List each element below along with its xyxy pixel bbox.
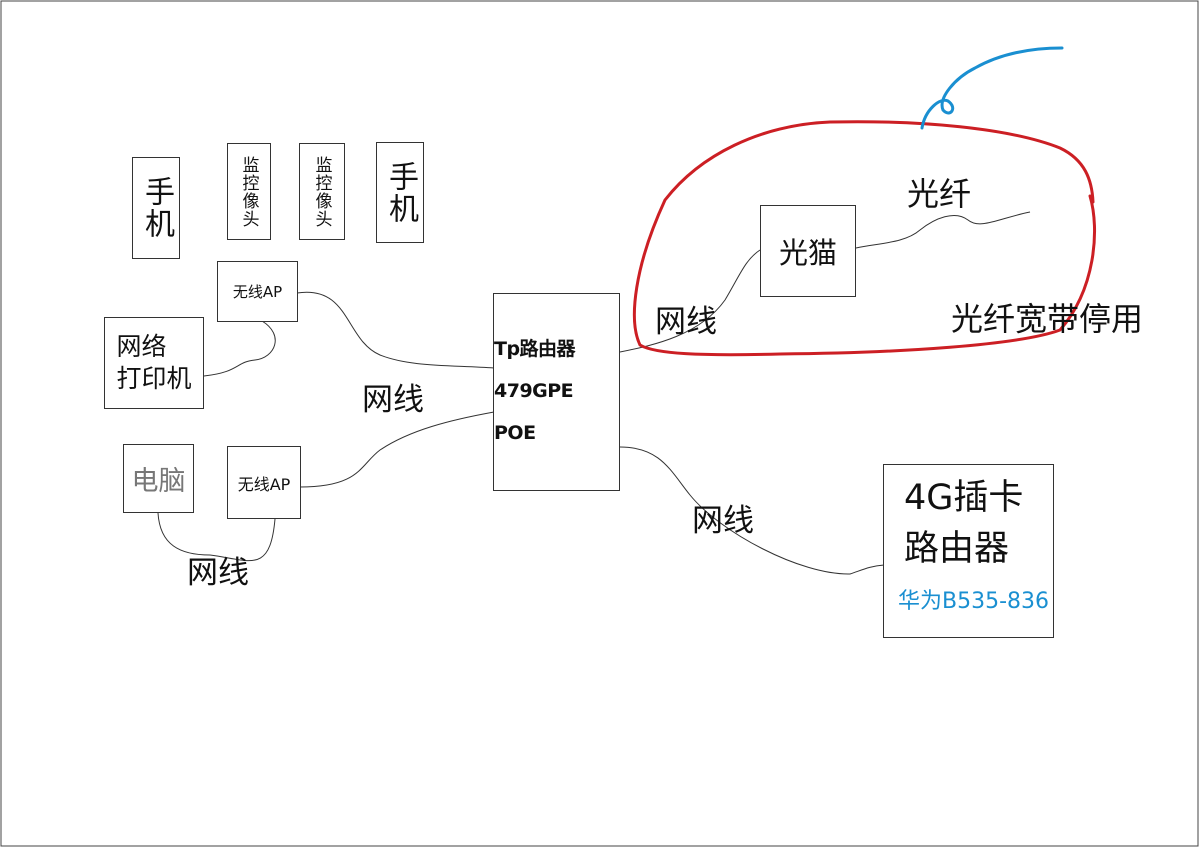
wireless-ap-bottom-label: 无线AP xyxy=(237,474,291,494)
wire-apTop-to-router xyxy=(296,291,495,369)
camera-1-label: 监控像头 xyxy=(238,155,259,228)
lte-router-label: 4G插卡 路由器 xyxy=(904,478,1024,569)
wireless-ap-top: 无线AP xyxy=(217,261,298,322)
wire-router-to-4g xyxy=(619,446,885,575)
phone-right-box: 手机 xyxy=(376,142,424,243)
cable-label-to-modem: 网线 xyxy=(655,304,717,340)
computer-box: 电脑 xyxy=(123,444,194,513)
wire-modem-fiber xyxy=(855,211,1031,249)
fiber-label: 光纤 xyxy=(907,175,972,213)
wire-apBottom-to-router xyxy=(299,411,495,488)
optical-modem-box: 光猫 xyxy=(760,205,856,297)
fiber-broadband-suspended-note: 光纤宽带停用 xyxy=(951,300,1144,338)
cable-label-to-4g: 网线 xyxy=(692,503,754,539)
camera-2-label: 监控像头 xyxy=(311,155,332,228)
wireless-ap-top-label: 无线AP xyxy=(232,283,283,301)
tp-router-label: Tp路由器 479GPE POE xyxy=(494,338,576,444)
cable-label-bottom-left: 网线 xyxy=(187,555,249,591)
optical-modem-label: 光猫 xyxy=(778,236,837,270)
camera-2-box: 监控像头 xyxy=(299,143,345,240)
phone-left-box: 手机 xyxy=(132,157,180,259)
lte-router-box: 4G插卡 路由器 华为B535-836 xyxy=(883,464,1054,638)
computer-label: 电脑 xyxy=(131,466,186,497)
wire-apTop-to-printer xyxy=(203,320,276,377)
tp-router-box: Tp路由器 479GPE POE xyxy=(493,293,620,491)
wireless-ap-bottom: 无线AP xyxy=(227,446,301,519)
wire-router-to-modem xyxy=(619,249,761,353)
annotation-blue-stroke xyxy=(920,46,1064,130)
camera-1-box: 监控像头 xyxy=(227,143,271,240)
phone-left-label: 手机 xyxy=(139,176,174,240)
wire-computer-to-apBottom xyxy=(157,512,276,562)
network-printer-label: 网络 打印机 xyxy=(116,331,192,394)
phone-right-label: 手机 xyxy=(383,160,418,225)
annotation-red-circle xyxy=(632,120,1097,357)
network-printer-box: 网络 打印机 xyxy=(104,317,204,409)
cable-label-center: 网线 xyxy=(362,382,424,418)
lte-router-model: 华为B535-836 xyxy=(898,588,1050,614)
